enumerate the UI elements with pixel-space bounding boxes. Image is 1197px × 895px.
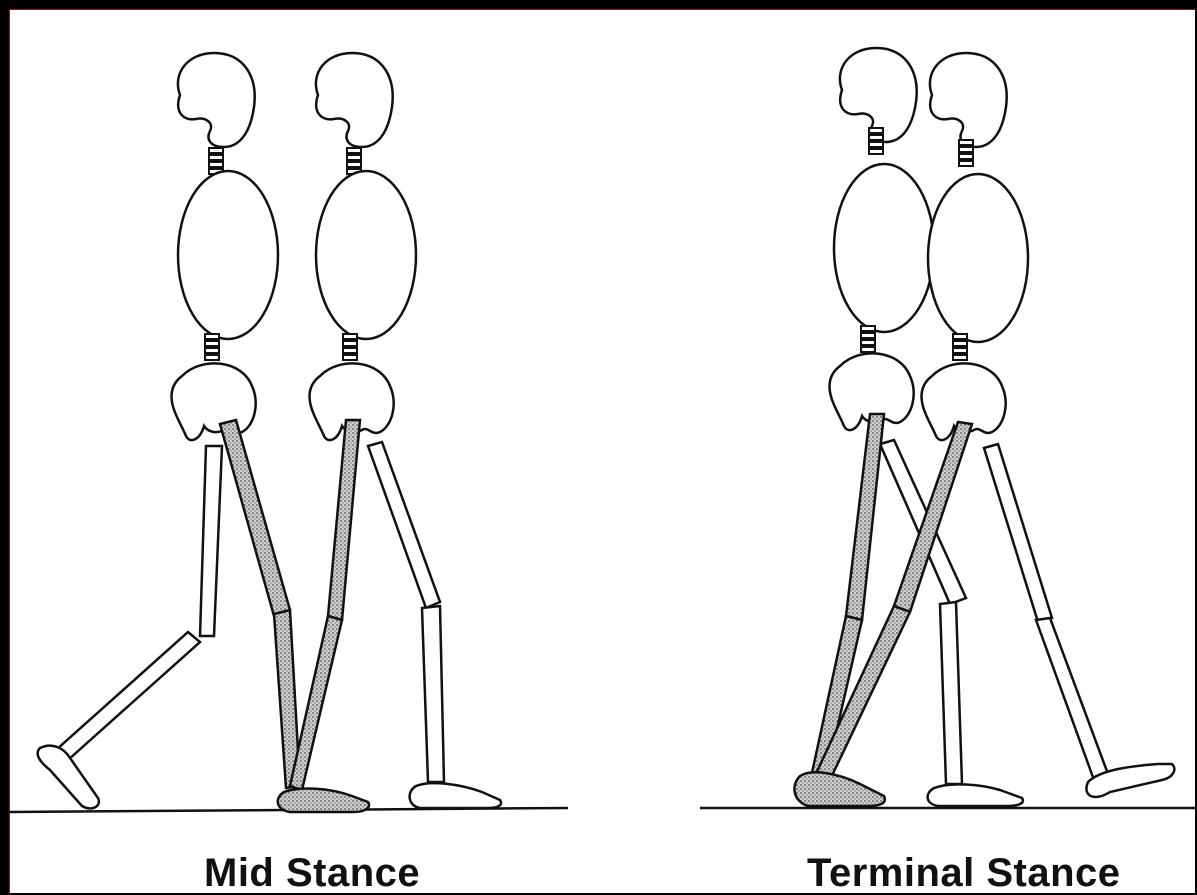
mid-stance-figure-front (278, 53, 501, 812)
caption-mid-stance: Mid Stance (204, 851, 420, 895)
caption-terminal-stance: Terminal Stance (807, 851, 1121, 895)
mid-stance-figure-rear (38, 53, 300, 808)
